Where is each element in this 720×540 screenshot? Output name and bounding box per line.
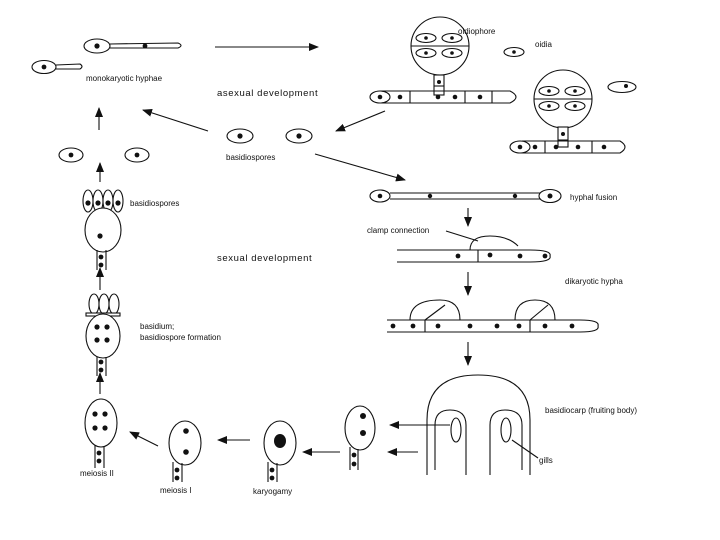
meiosis-i-basidium [168,420,202,482]
basidiospores-left-label: basidiospores [130,199,179,208]
basidiospores-center-label: basidiospores [226,153,275,162]
karyogamy-label: karyogamy [253,487,292,496]
released-basidiospores [58,147,150,163]
meiosis-ii-basidium [84,398,118,468]
asexual-development-label: asexual development [217,88,318,99]
meiosis-i-label: meiosis I [160,486,192,495]
young-basidium [344,405,376,470]
karyogamy-basidium [263,420,297,482]
basidiocarp [426,374,531,475]
oidiophore-structure [369,16,517,104]
basidiocarp-label: basidiocarp (fruiting body) [545,406,637,415]
oidiophore-label: oidiophore [458,27,496,36]
basidium-with-basidiospores [82,189,124,270]
gills-pointer [511,439,539,459]
gills-label: gills [539,456,553,465]
meiosis-ii-label: meiosis II [80,469,114,478]
sexual-development-label: sexual development [217,253,312,264]
oidia-spore [503,46,525,58]
basidium-spore-formation [85,293,121,376]
hyphal-fusion [369,188,562,204]
oidia-label: oidia [535,40,552,49]
arrow-to-hyphal-fusion [314,153,406,182]
oidiophore-structure-2 [509,69,637,154]
monokaryotic-hyphae-label: monokaryotic hyphae [86,74,163,83]
clamp-connection [397,235,551,263]
arrow-to-monokaryotic [142,108,209,132]
dikaryotic-hypha [387,299,599,333]
basidiospores-center [226,128,313,144]
arrow-to-meiosis-ii [129,431,159,447]
dikaryotic-hypha-label: dikaryotic hypha [565,277,623,286]
monokaryotic-hyphae [31,38,182,75]
clamp-connection-label: clamp connection [367,226,429,235]
clamp-connection-pointer [445,230,479,242]
basidium-label-line2: basidiospore formation [140,333,221,342]
arrow-from-asexual [335,110,386,132]
hyphal-fusion-label: hyphal fusion [570,193,617,202]
basidium-label-line1: basidium; [140,322,174,331]
